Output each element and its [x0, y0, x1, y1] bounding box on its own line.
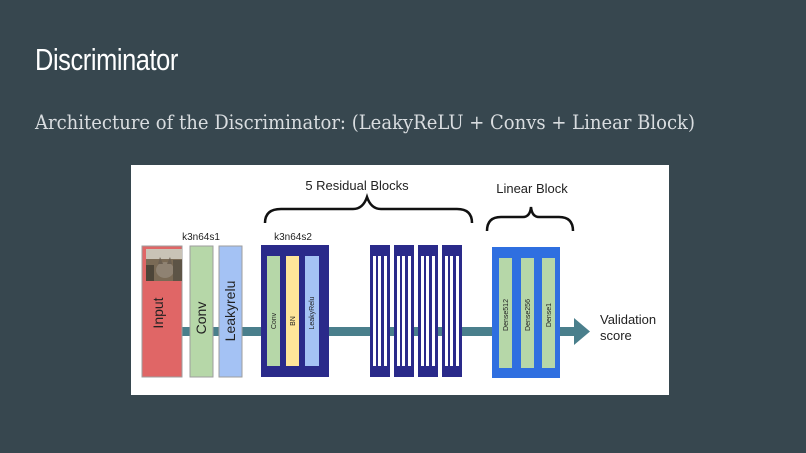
conv-label: Conv [193, 302, 209, 335]
residual-blocks-label: 5 Residual Blocks [305, 178, 409, 193]
dense512-label: Dense512 [503, 299, 510, 331]
residual-block-4 [418, 245, 438, 377]
res-conv-label: Conv [271, 312, 278, 329]
conv-block [189, 245, 214, 378]
residual-brace [263, 193, 474, 224]
diagram-canvas: 5 Residual Blocks Linear Block k3n64s1 k… [141, 178, 656, 378]
output-label-line2: score [600, 328, 632, 343]
leakyrelu-block [218, 245, 243, 378]
res-leakyrelu-layer [305, 256, 319, 366]
cat-thumbnail [146, 249, 182, 281]
architecture-diagram: 5 Residual Blocks Linear Block k3n64s1 k… [131, 165, 669, 395]
k3n64s1-label: k3n64s1 [182, 232, 220, 243]
k3n64s2-label: k3n64s2 [274, 232, 312, 243]
res-bn-layer [286, 256, 299, 366]
residual-block-5 [442, 245, 462, 377]
residual-block-2 [370, 245, 390, 377]
leakyrelu-label: Leakyrelu [222, 281, 238, 342]
flow-arrow-head [574, 318, 590, 345]
residual-block-3 [394, 245, 414, 377]
output-label-line1: Validation [600, 312, 656, 327]
dense512-layer [499, 258, 512, 368]
res-conv-layer [267, 256, 280, 366]
slide-subtitle: Architecture of the Discriminator: (Leak… [35, 110, 695, 134]
res-bn-label: BN [290, 316, 297, 326]
dense1-layer [542, 258, 555, 368]
linear-brace [485, 206, 575, 232]
dense256-label: Dense256 [525, 299, 532, 331]
input-label: Input [150, 297, 166, 328]
slide-title: Discriminator [35, 42, 178, 77]
linear-block-label: Linear Block [496, 181, 568, 196]
dense1-label: Dense1 [546, 303, 553, 327]
res-leakyrelu-label: LeakyRelu [309, 296, 316, 329]
dense256-layer [521, 258, 534, 368]
